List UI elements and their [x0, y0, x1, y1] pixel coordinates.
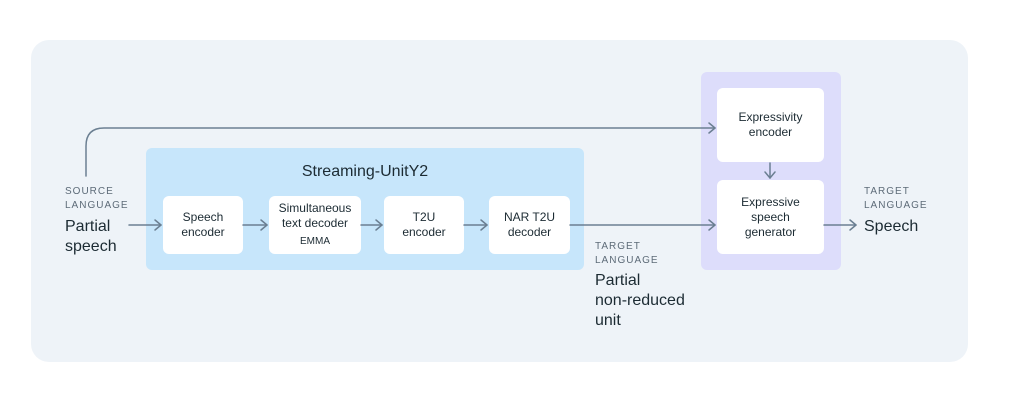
- speech-encoder-box: Speech encoder: [163, 196, 243, 254]
- source-partial-speech-label: Partial speech: [65, 218, 117, 255]
- bypass-arrow: [85, 127, 716, 177]
- expressivity-encoder-box: Expressivity encoder: [717, 88, 824, 162]
- t2u-encoder-label: T2U encoder: [402, 210, 446, 239]
- expressivity-encoder-label: Expressivity encoder: [738, 110, 803, 139]
- target-speech-label: Speech: [864, 218, 919, 235]
- simultaneous-text-decoder-label: Simultaneous text decoder: [278, 201, 352, 230]
- partial-non-reduced-unit-label: Partial non-reduced unit: [595, 272, 685, 329]
- expressive-speech-generator-box: Expressive speech generator: [717, 180, 824, 254]
- nar-t2u-decoder-box: NAR T2U decoder: [489, 196, 570, 254]
- emma-label: EMMA: [300, 236, 330, 247]
- streaming-unity2-title: Streaming-UnitY2: [301, 163, 429, 180]
- bypass-arrowhead: [708, 122, 716, 134]
- nar-t2u-decoder-label: NAR T2U decoder: [503, 210, 556, 239]
- expressive-speech-generator-label: Expressive speech generator: [741, 194, 800, 239]
- mid-target-language-caption: TARGET LANGUAGE: [595, 241, 659, 266]
- t2u-encoder-box: T2U encoder: [384, 196, 464, 254]
- simultaneous-text-decoder-box: Simultaneous text decoder EMMA: [269, 196, 361, 254]
- speech-encoder-label: Speech encoder: [181, 210, 225, 239]
- source-language-caption: SOURCE LANGUAGE: [65, 186, 129, 211]
- target-language-caption: TARGET LANGUAGE: [864, 186, 928, 211]
